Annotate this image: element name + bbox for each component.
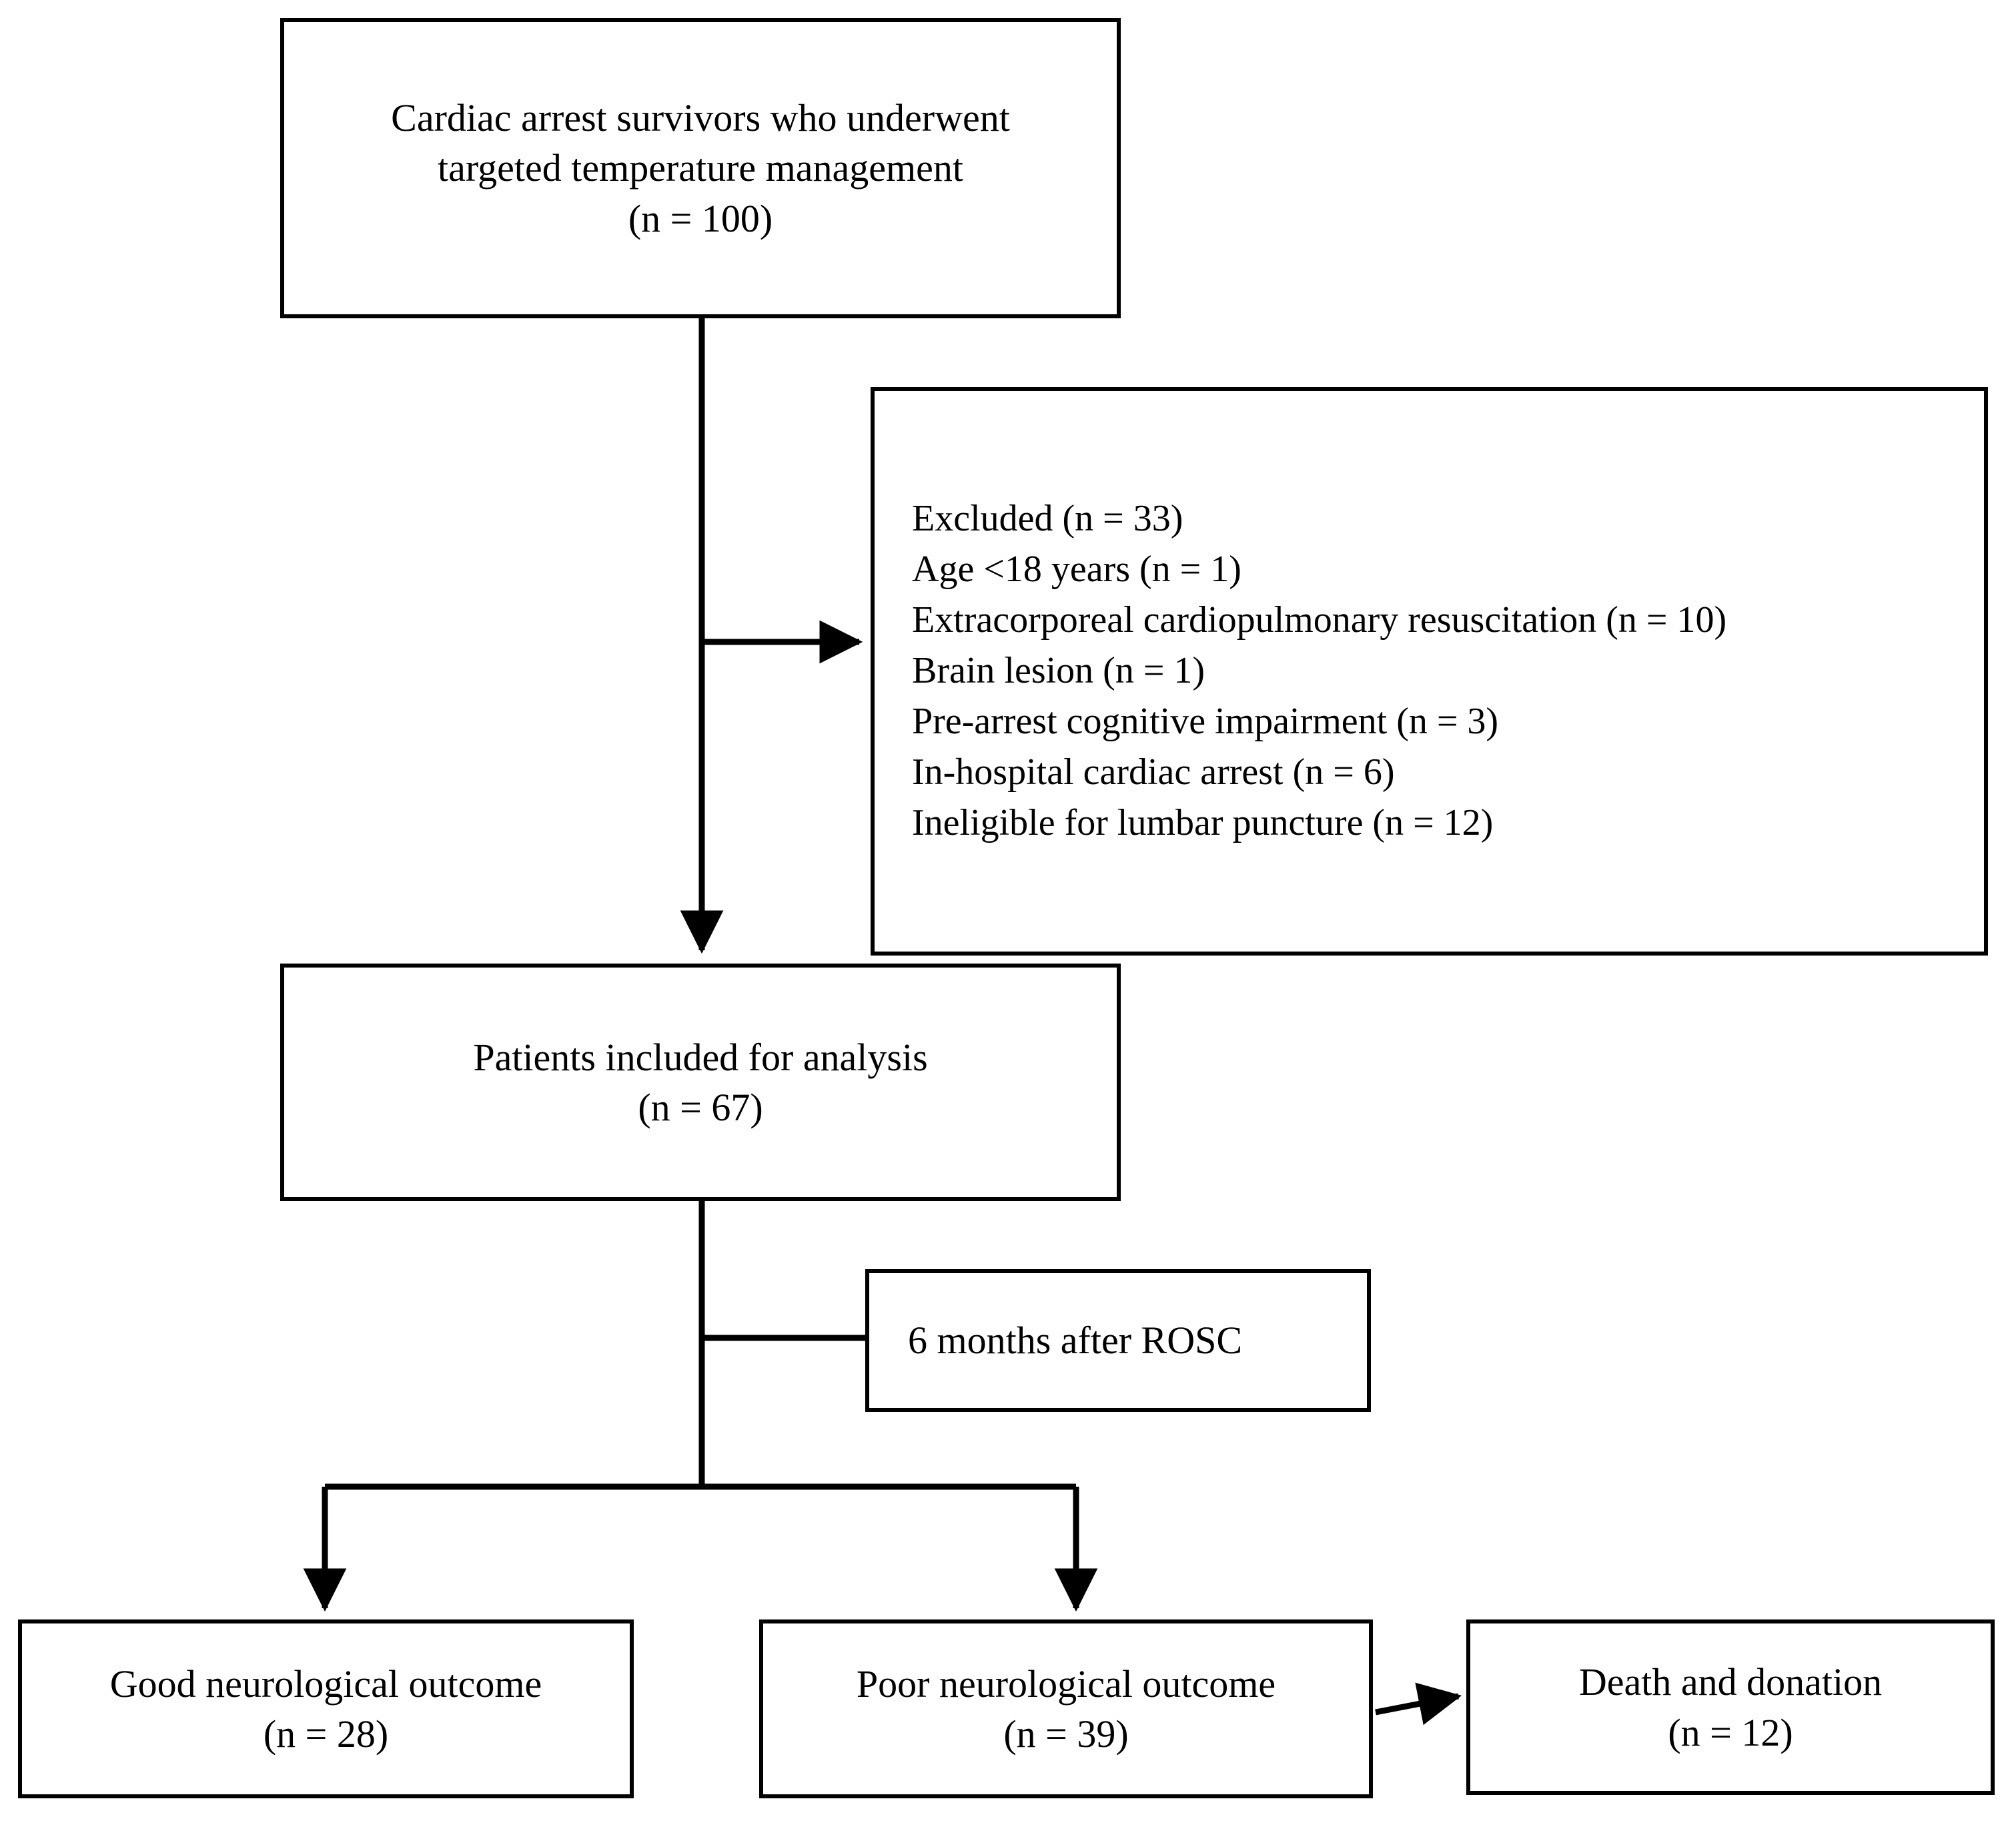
- good-outcome-label: Good neurological outcome: [109, 1662, 542, 1706]
- excluded-reason-in-hospital-arrest: In-hospital cardiac arrest (n = 6): [912, 751, 1395, 793]
- enrolled-count: (n = 100): [628, 196, 773, 240]
- good-outcome-count: (n = 28): [263, 1712, 389, 1756]
- poor-outcome-count: (n = 39): [1003, 1712, 1129, 1756]
- included-label: Patients included for analysis: [473, 1035, 928, 1079]
- excluded-reason-ecpr: Extracorporeal cardiopulmonary resuscita…: [912, 599, 1727, 641]
- node-death-and-donation: Death and donation (n = 12): [1466, 1619, 1995, 1795]
- node-excluded-population: Excluded (n = 33) Age <18 years (n = 1) …: [871, 387, 1988, 956]
- enrolled-line-2: targeted temperature management: [438, 146, 963, 190]
- included-count: (n = 67): [638, 1086, 763, 1129]
- node-included-population: Patients included for analysis (n = 67): [280, 964, 1121, 1201]
- excluded-total: Excluded (n = 33): [912, 498, 1183, 540]
- excluded-reason-age: Age <18 years (n = 1): [912, 549, 1241, 591]
- excluded-reason-cognitive-impairment: Pre-arrest cognitive impairment (n = 3): [912, 700, 1499, 742]
- node-followup-timepoint: 6 months after ROSC: [865, 1269, 1371, 1412]
- connector-poor-to-death: [1375, 1682, 1462, 1726]
- excluded-reason-brain-lesion: Brain lesion (n = 1): [912, 650, 1205, 692]
- node-poor-neurological-outcome: Poor neurological outcome (n = 39): [759, 1619, 1373, 1798]
- enrolled-line-1: Cardiac arrest survivors who underwent: [391, 95, 1010, 139]
- death-donation-label: Death and donation: [1578, 1660, 1883, 1704]
- death-donation-count: (n = 12): [1668, 1710, 1793, 1754]
- excluded-reason-lumbar-puncture: Ineligible for lumbar puncture (n = 12): [912, 801, 1494, 843]
- node-good-neurological-outcome: Good neurological outcome (n = 28): [18, 1619, 634, 1798]
- poor-outcome-label: Poor neurological outcome: [856, 1662, 1276, 1706]
- followup-label: 6 months after ROSC: [908, 1319, 1243, 1363]
- node-enrolled-population: Cardiac arrest survivors who underwent t…: [280, 18, 1121, 318]
